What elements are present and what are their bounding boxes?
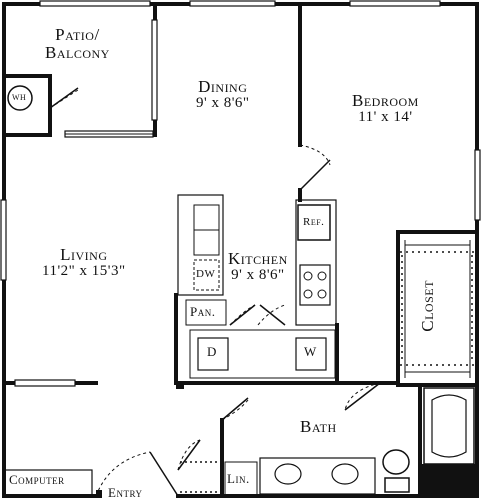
- bath-door-swing: [344, 382, 381, 411]
- linen-name: Lin.: [227, 471, 250, 486]
- laundry-door-swing: [257, 304, 286, 326]
- room-label-computer: Computer: [9, 473, 65, 487]
- kitchen-dims: 9' x 8'6": [231, 266, 285, 283]
- room-label-kitchen: Kitchen 9' x 8'6": [228, 250, 288, 284]
- water-heater-closet: [2, 74, 52, 137]
- bath-sink-right-icon: [331, 463, 359, 485]
- room-label-patio: Patio/ Balcony: [45, 26, 110, 62]
- wh-door: [49, 87, 79, 109]
- water-heater-label: WH: [12, 93, 27, 102]
- bath-name: Bath: [300, 417, 337, 436]
- laundry-door: [259, 304, 286, 326]
- living-name: Living: [60, 245, 108, 264]
- water-heater-icon: [7, 85, 33, 111]
- washer-text: W: [304, 344, 317, 359]
- dryer-label: D: [207, 345, 217, 359]
- closet-rod: [404, 240, 471, 378]
- dw-text: DW: [196, 268, 216, 280]
- pantry-door: [229, 304, 256, 326]
- room-label-dining: Dining 9' x 8'6": [196, 78, 250, 112]
- dryer-icon: [197, 337, 229, 371]
- room-label-living: Living 11'2" x 15'3": [42, 246, 126, 280]
- patio-name: Patio/: [55, 25, 100, 44]
- stove-icon: [299, 264, 331, 306]
- living-dims: 11'2" x 15'3": [42, 262, 126, 279]
- bath-entry-swing: [221, 399, 249, 421]
- bedroom-door: [299, 159, 331, 191]
- pantry-shelf: [185, 299, 227, 326]
- pantry-name: Pan.: [190, 304, 216, 319]
- window-bedroom: [474, 149, 481, 221]
- linen-closet: [224, 461, 258, 497]
- room-label-bedroom: Bedroom 11' x 14': [352, 92, 419, 126]
- room-label-closet: Closet: [418, 276, 438, 336]
- entry-door-swing: [95, 451, 151, 497]
- toilet-icon: [382, 449, 410, 475]
- dining-dims: 9' x 8'6": [196, 94, 250, 111]
- bedroom-door-swing: [299, 144, 331, 166]
- patio-name-2: Balcony: [45, 42, 110, 62]
- entry-name: Entry: [108, 485, 143, 500]
- room-label-linen: Lin.: [227, 472, 250, 486]
- kitchen-name: Kitchen: [228, 249, 288, 268]
- window-living: [0, 199, 7, 281]
- refrigerator-label: Ref.: [303, 216, 325, 229]
- living-divider: [14, 379, 76, 387]
- kitchen-counter-right: [295, 199, 337, 326]
- dishwasher-label: DW: [196, 268, 216, 281]
- room-label-pantry: Pan.: [190, 305, 215, 319]
- wh-text: WH: [12, 93, 27, 102]
- refrigerator-icon: [297, 204, 331, 241]
- room-label-entry: Entry: [108, 486, 142, 500]
- washer-icon: [295, 337, 327, 371]
- window-top-mid: [189, 0, 276, 7]
- closet-wall: [396, 230, 479, 387]
- bedroom-dims: 11' x 14': [358, 108, 413, 125]
- window-top-left: [39, 0, 151, 7]
- dishwasher-icon: [193, 259, 220, 291]
- wh-door-swing: [49, 89, 79, 109]
- bath-entry-door: [221, 397, 249, 421]
- room-label-bath: Bath: [300, 418, 337, 436]
- dryer-text: D: [207, 344, 217, 359]
- bath-sink-left-icon: [274, 463, 302, 485]
- dining-name: Dining: [198, 77, 248, 96]
- ref-text: Ref.: [303, 216, 325, 228]
- linen-door: [177, 439, 201, 471]
- washer-label: W: [304, 345, 317, 359]
- bedroom-name: Bedroom: [352, 91, 419, 110]
- window-top-right: [349, 0, 441, 7]
- entry-door: [149, 451, 179, 497]
- closet-name: Closet: [418, 280, 438, 332]
- patio-slider-vertical: [151, 19, 158, 121]
- computer-name: Computer: [9, 472, 65, 487]
- computer-desk: [3, 469, 93, 497]
- bath-door: [344, 382, 381, 411]
